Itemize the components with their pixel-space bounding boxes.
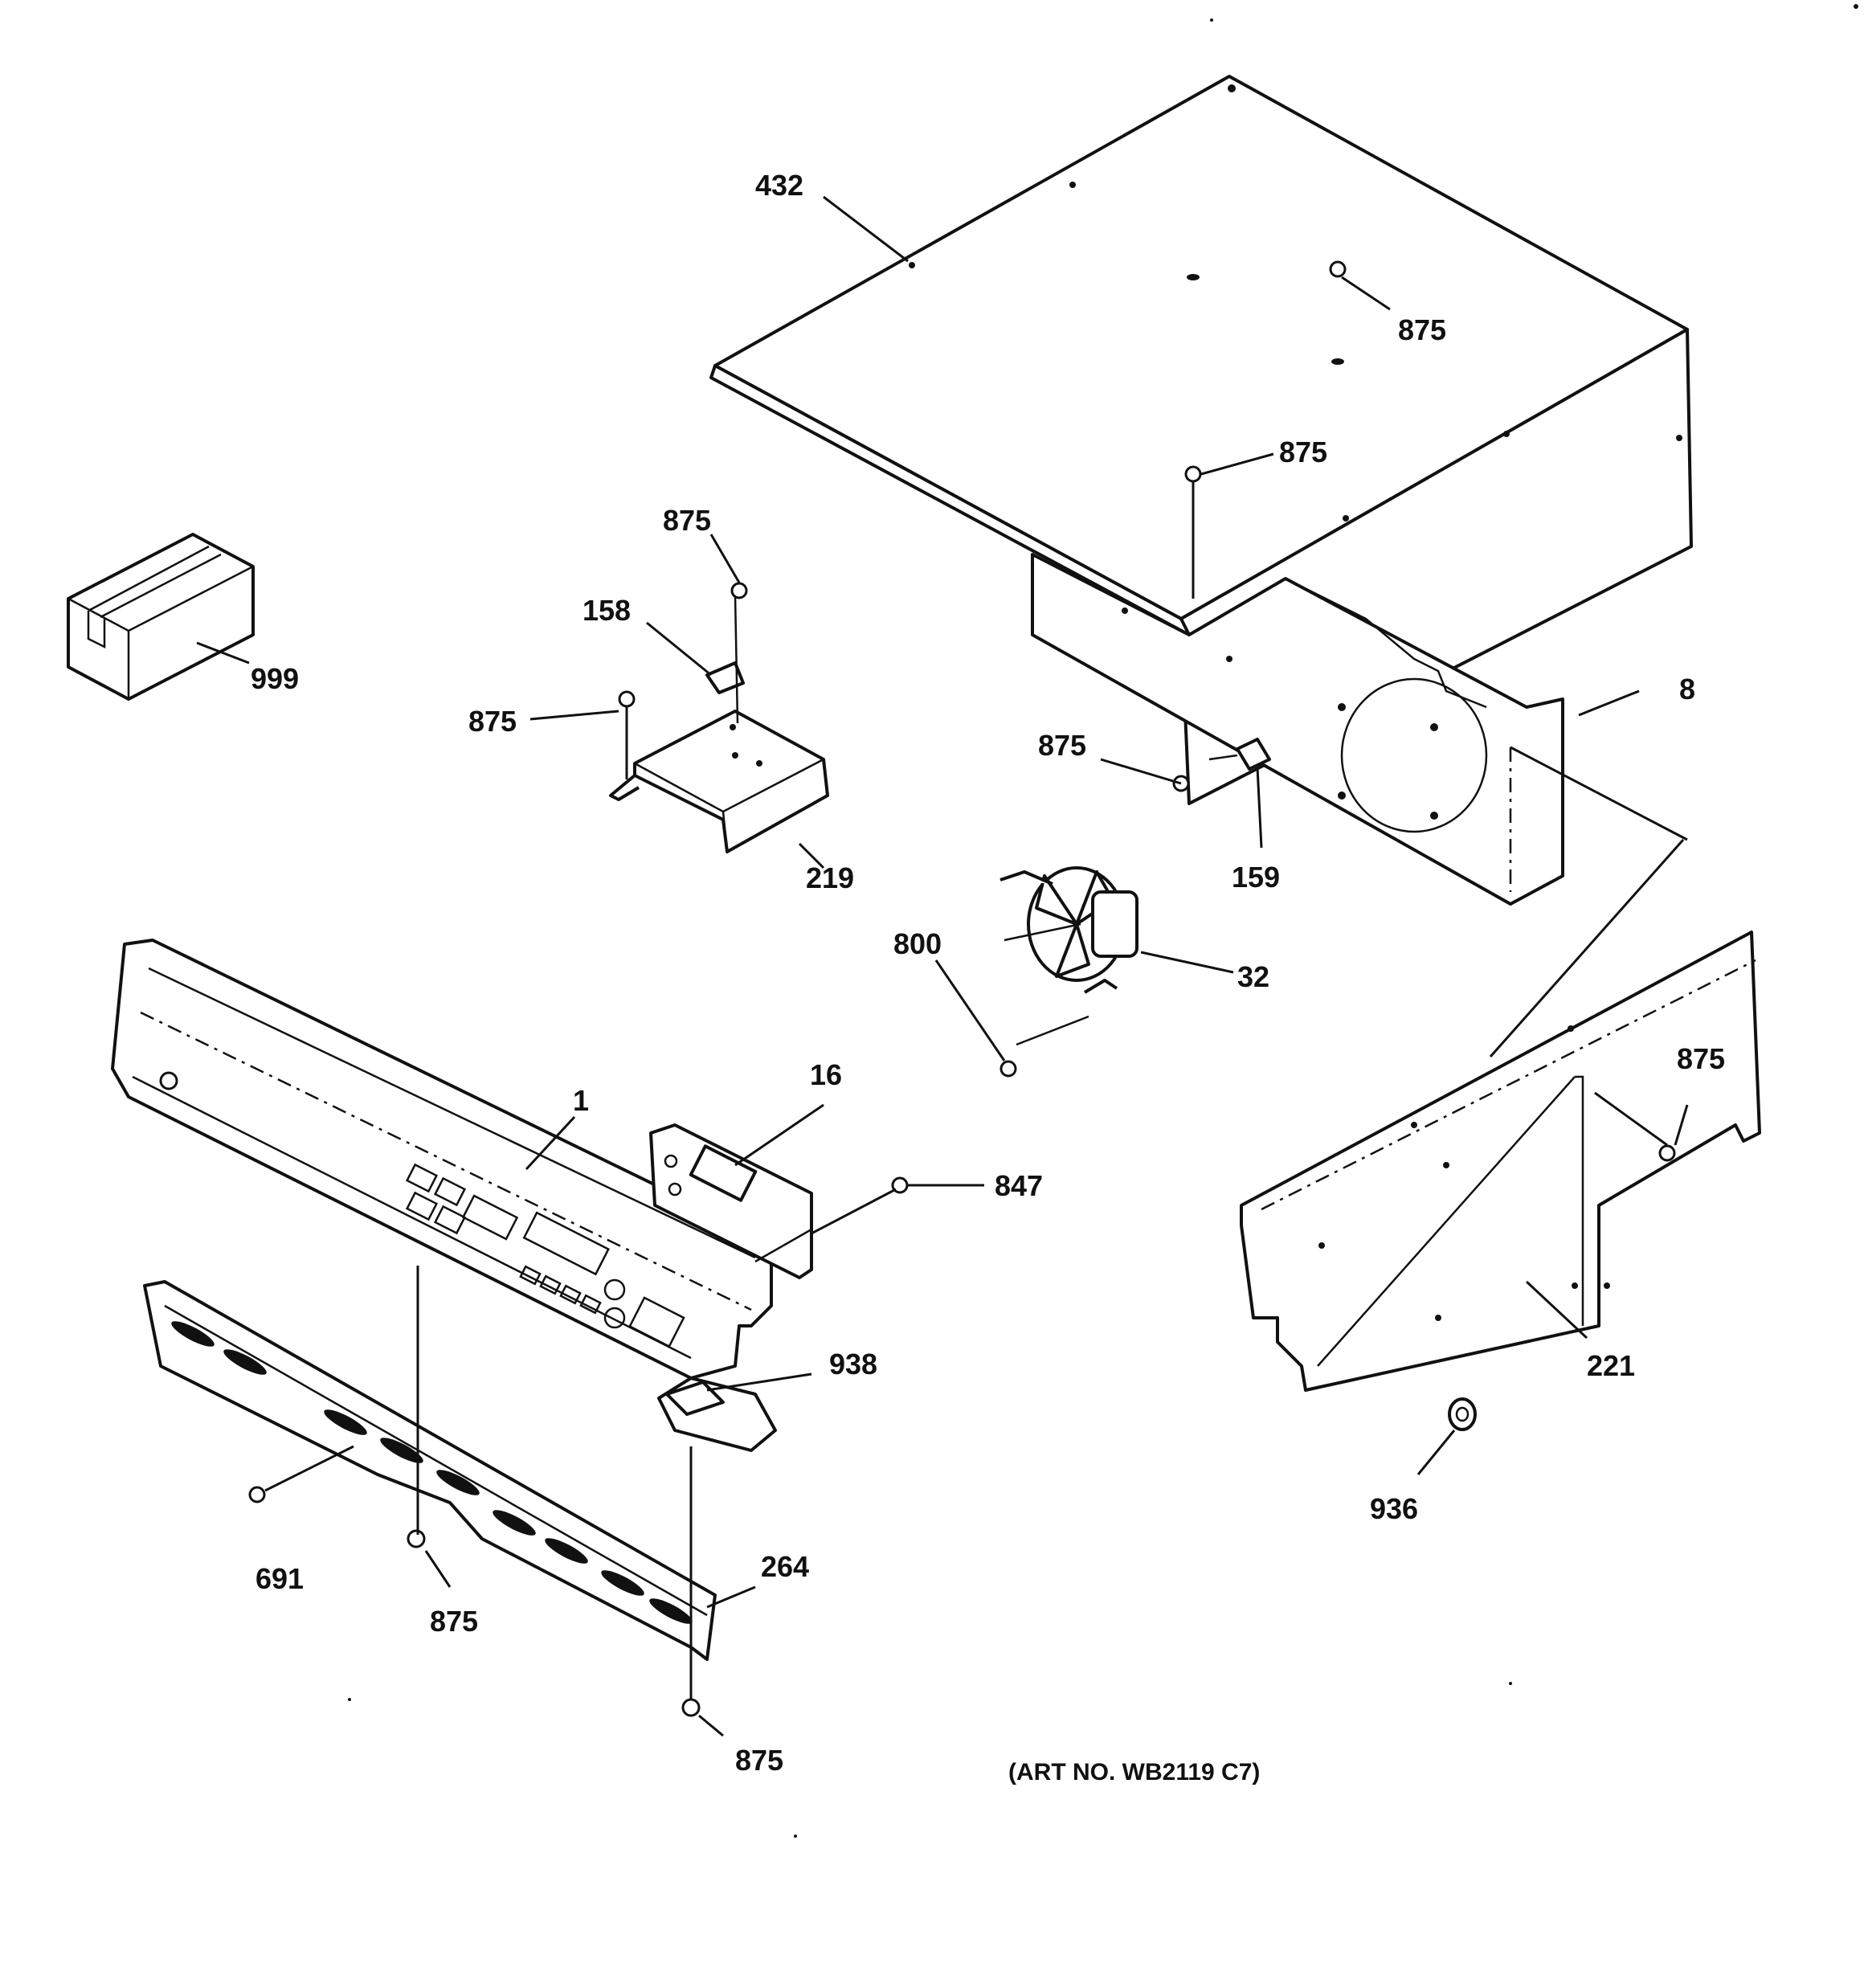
callout-999: 999 bbox=[251, 662, 299, 695]
callout-800: 800 bbox=[893, 927, 942, 960]
callout-875-g: 875 bbox=[430, 1605, 478, 1638]
part-158-clip bbox=[705, 594, 745, 724]
art-number: (ART NO. WB2119 C7) bbox=[1008, 1759, 1260, 1786]
callout-691: 691 bbox=[255, 1562, 304, 1595]
callout-labels: 432 875 875 875 158 999 875 219 875 8 15… bbox=[251, 169, 1725, 1786]
screws bbox=[248, 260, 1676, 1717]
callout-219: 219 bbox=[806, 861, 854, 894]
callout-1: 1 bbox=[573, 1084, 589, 1117]
callout-159: 159 bbox=[1232, 861, 1280, 894]
callout-936: 936 bbox=[1370, 1492, 1418, 1525]
callout-875-a: 875 bbox=[1398, 313, 1446, 346]
callout-875-c: 875 bbox=[663, 504, 711, 537]
alignment-line-8-221 bbox=[1489, 839, 1685, 1057]
callout-875-e: 875 bbox=[1038, 729, 1086, 762]
callout-875-d: 875 bbox=[468, 705, 517, 738]
part-16-control-board bbox=[649, 1123, 813, 1279]
callout-432: 432 bbox=[755, 169, 803, 202]
callout-875-b: 875 bbox=[1279, 436, 1327, 468]
callout-16: 16 bbox=[810, 1058, 842, 1091]
callout-158: 158 bbox=[582, 594, 631, 627]
part-32-fan-motor bbox=[999, 866, 1138, 1046]
leader-lines bbox=[196, 195, 1689, 1737]
callout-32: 32 bbox=[1237, 960, 1269, 993]
callout-938: 938 bbox=[829, 1348, 877, 1381]
callout-264: 264 bbox=[761, 1550, 809, 1583]
alignment-line-8 bbox=[1510, 746, 1688, 841]
callout-221: 221 bbox=[1587, 1349, 1635, 1382]
part-936-grommet bbox=[1448, 1397, 1477, 1431]
callout-847: 847 bbox=[995, 1169, 1043, 1202]
part-219-bracket bbox=[609, 710, 829, 853]
part-8-fan-shroud bbox=[1031, 553, 1564, 906]
callout-8: 8 bbox=[1679, 673, 1695, 706]
part-221-side-panel bbox=[1240, 931, 1761, 1392]
vent-slots bbox=[171, 1321, 693, 1624]
part-264-bottom-trim bbox=[143, 1280, 717, 1661]
scan-specks bbox=[348, 4, 1858, 1838]
callout-875-f: 875 bbox=[1677, 1042, 1725, 1075]
callout-875-h: 875 bbox=[735, 1744, 783, 1777]
part-159-clip bbox=[1208, 738, 1271, 771]
part-432-top-cover bbox=[709, 75, 1693, 805]
part-999-box bbox=[67, 533, 255, 701]
